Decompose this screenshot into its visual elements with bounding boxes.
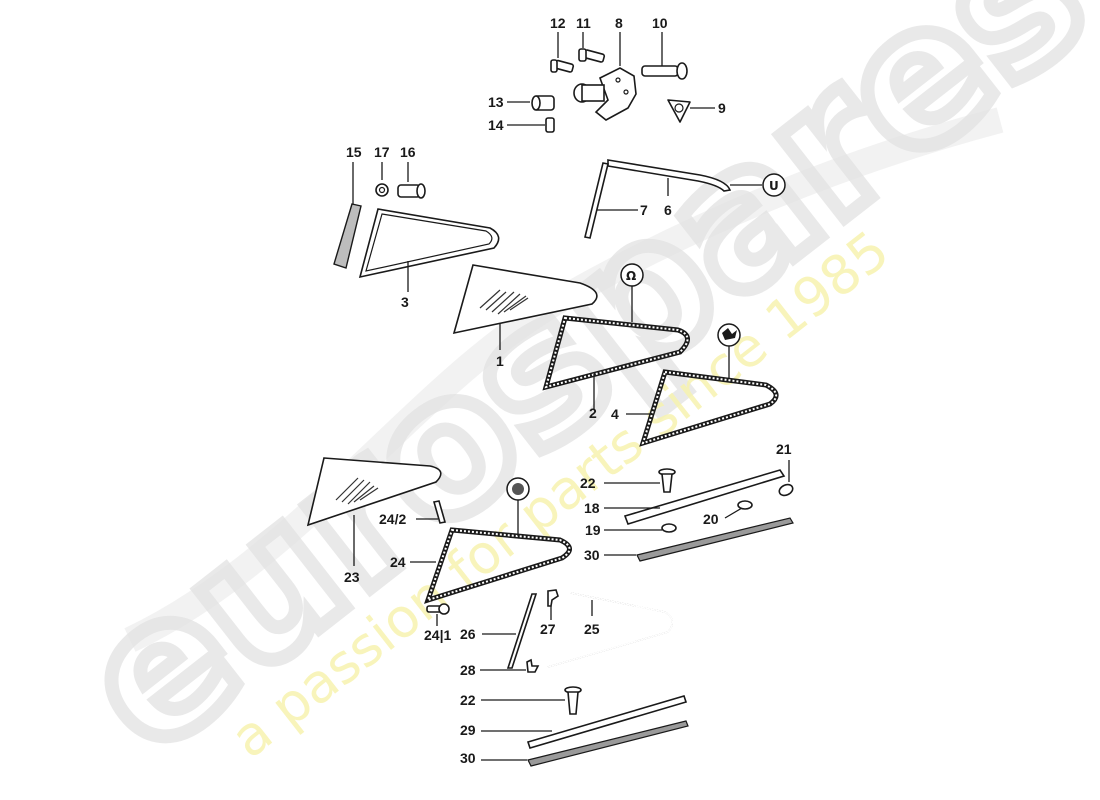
callout-1: 1 [496,353,504,369]
callout-17: 17 [374,144,390,160]
callout-4: 4 [611,406,619,422]
part-17-washer[interactable] [375,183,389,197]
part-22-screw[interactable] [658,468,676,493]
callout-8: 8 [615,15,623,31]
callout-24-1: 24|1 [424,627,451,643]
part-2-seal[interactable] [542,286,690,410]
part-18-rail[interactable] [604,469,786,525]
callout-27: 27 [540,621,556,637]
part-27-corner[interactable] [547,589,559,620]
callout-10: 10 [652,15,668,31]
symbol-4 [717,323,741,347]
callout-22: 22 [580,475,596,491]
callout-24-2: 24/2 [379,511,406,527]
callout-24: 24 [390,554,406,570]
callout-30-lower: 30 [460,750,476,766]
callout-26: 26 [460,626,476,642]
symbol-2: Ω [620,263,644,287]
part-16-bolt[interactable] [397,183,426,199]
part-8-hinge[interactable] [573,32,637,121]
callout-15: 15 [346,144,362,160]
callout-22-lower: 22 [460,692,476,708]
callout-29: 29 [460,722,476,738]
part-30-strip[interactable] [636,517,794,562]
callout-6: 6 [664,202,672,218]
part-6-trim[interactable] [607,159,762,196]
callout-21: 21 [776,441,792,457]
part-20-grommet[interactable] [737,500,753,510]
part-24-seal[interactable] [410,500,572,604]
watermark-brand: eurospares [42,0,1100,795]
part-21-grommet[interactable] [778,483,795,498]
callout-13: 13 [488,94,504,110]
part-23-glass[interactable] [306,457,442,566]
symbol-6: U [762,173,786,197]
svg-text:U: U [769,179,779,193]
callout-19: 19 [585,522,601,538]
callout-9: 9 [718,100,726,116]
part-7-trim[interactable] [584,162,638,239]
callout-12: 12 [550,15,566,31]
part-12-screw[interactable] [550,32,575,73]
callout-16: 16 [400,144,416,160]
part-24-1-clip[interactable] [426,603,450,626]
part-28-corner[interactable] [480,658,540,673]
callout-30: 30 [584,547,600,563]
part-3-frame[interactable] [358,208,500,292]
part-10-pin[interactable] [641,32,688,80]
symbol-24 [506,477,530,501]
callout-20: 20 [703,511,719,527]
part-11-screw[interactable] [578,32,606,63]
callout-3: 3 [401,294,409,310]
callout-25: 25 [584,621,600,637]
part-4-seal[interactable] [626,346,779,447]
callout-11: 11 [576,15,591,31]
part-29-rail[interactable] [526,695,688,749]
part-1-glass[interactable] [452,264,598,350]
callout-23: 23 [344,569,360,585]
callout-7: 7 [640,202,648,218]
part-13-cap[interactable] [507,95,555,111]
part-9-plate[interactable] [667,99,715,123]
part-25-trim[interactable] [547,592,674,668]
callout-2: 2 [589,405,597,421]
callout-18: 18 [584,500,600,516]
part-22-screw-lower[interactable] [564,686,582,715]
part-30-strip-lower[interactable] [527,720,689,767]
callout-28: 28 [460,662,476,678]
callout-14: 14 [488,117,504,133]
part-26-trim[interactable] [482,593,538,669]
part-15-pad[interactable] [333,203,362,269]
part-19-grommet[interactable] [661,523,677,533]
part-14-insert[interactable] [507,117,555,133]
part-24-2-pin[interactable] [416,500,447,524]
watermark: eurospares a passion for parts since 198… [35,0,1100,800]
svg-text:Ω: Ω [626,269,636,283]
